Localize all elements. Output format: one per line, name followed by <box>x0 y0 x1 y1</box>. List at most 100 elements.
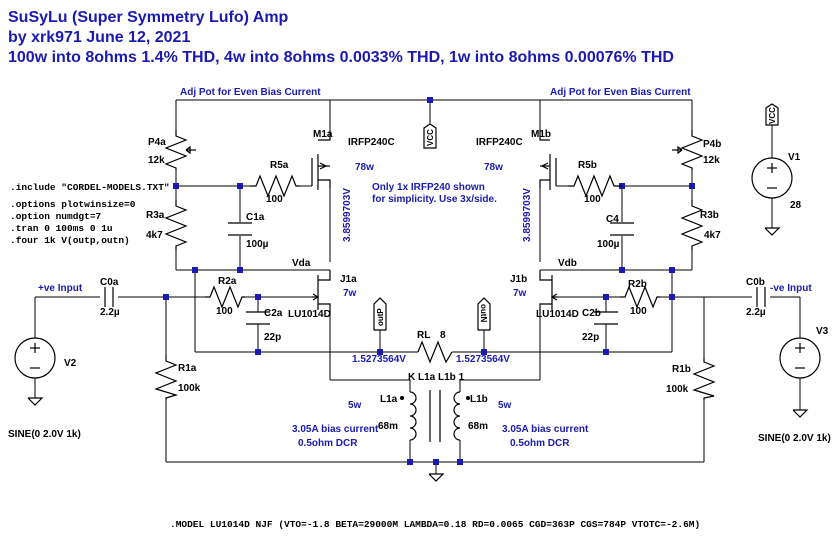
svg-text:outN: outN <box>479 304 488 322</box>
v3-value: SINE(0 2.0V 1k) <box>758 433 831 444</box>
v-gate-b: 3.8599703V <box>522 188 533 242</box>
l1a-value: 68m <box>378 421 398 432</box>
r3b-name: R3b <box>700 210 719 221</box>
note-adj-left: Adj Pot for Even Bias Current <box>180 87 321 98</box>
v2-value: SINE(0 2.0V 1k) <box>8 429 81 440</box>
capacitor-c1a[interactable] <box>228 222 252 236</box>
m1b-name: M1b <box>531 129 551 140</box>
resistor-r2a[interactable] <box>205 285 245 309</box>
m1b-part: IRFP240C <box>476 137 523 148</box>
svg-text:VCC: VCC <box>768 107 777 124</box>
voltage-source-v2[interactable] <box>14 337 56 379</box>
r3a-value: 4k7 <box>146 230 163 241</box>
net-flag-outn: outN <box>477 297 491 331</box>
v2-name: V2 <box>64 358 77 369</box>
inductor-l1b[interactable] <box>453 391 470 441</box>
rl-name: RL <box>417 330 430 341</box>
ground-v3-icon <box>792 409 809 418</box>
title-line2: by xrk971 June 12, 2021 <box>8 29 190 46</box>
pot-p4a[interactable] <box>164 130 196 170</box>
svg-text:outP: outP <box>376 308 385 326</box>
v3-name: V3 <box>816 326 829 337</box>
resistor-r3a[interactable] <box>164 200 188 250</box>
r3b-value: 4k7 <box>704 230 721 241</box>
directive-plotwinsize: .options plotwinsize=0 <box>10 199 136 210</box>
vcc-flag-center: VCC <box>423 123 437 149</box>
input-neg-label: -ve Input <box>770 283 812 294</box>
note-bias-right-2: 0.5ohm DCR <box>510 438 570 449</box>
r2b-value: 100 <box>630 306 647 317</box>
resistor-rl[interactable] <box>417 340 453 364</box>
resistor-r5b[interactable] <box>568 174 622 198</box>
c2a-value: 22p <box>264 332 281 343</box>
capacitor-c0a[interactable] <box>104 287 114 307</box>
mosfet-m1a[interactable] <box>311 130 331 190</box>
j1b-power: 7w <box>513 288 527 299</box>
resistor-r2b[interactable] <box>620 285 660 309</box>
note-bias-left-2: 0.5ohm DCR <box>298 438 358 449</box>
wire-l1b <box>459 379 540 392</box>
c1a-name: C1a <box>246 212 265 223</box>
resistor-r5a[interactable] <box>250 174 300 198</box>
r2a-name: R2a <box>218 276 237 287</box>
resistor-r1a[interactable] <box>154 355 179 400</box>
l1b-value: 68m <box>468 421 488 432</box>
capacitor-c0b[interactable] <box>756 287 766 307</box>
capacitor-c2b[interactable] <box>594 311 618 325</box>
m1a-power: 78w <box>355 162 374 173</box>
r1b-value: 100k <box>666 384 689 395</box>
l1b-power: 5w <box>498 400 512 411</box>
directive-four: .four 1k V(outp,outn) <box>10 235 130 246</box>
voltage-source-v1[interactable] <box>751 157 793 199</box>
title-line1: SuSyLu (Super Symmetry Lufo) Amp <box>8 9 289 26</box>
svg-text:VCC: VCC <box>426 129 435 146</box>
l1a-power: 5w <box>348 400 362 411</box>
resistor-r3b[interactable] <box>680 200 704 250</box>
m1b-power: 78w <box>484 162 503 173</box>
m1a-name: M1a <box>313 129 333 140</box>
v1-name: V1 <box>788 152 801 163</box>
jfet-j1b[interactable] <box>539 270 558 315</box>
directive-tran: .tran 0 100ms 0 1u <box>10 223 113 234</box>
v-out-a: 1.5273564V <box>352 354 406 365</box>
c2a-name: C2a <box>264 308 283 319</box>
coupling-label: K L1a L1b 1 <box>408 372 465 383</box>
directive-include: .include "CORDEL-MODELS.TXT" <box>10 182 170 193</box>
net-flag-outp: outP <box>373 297 387 331</box>
junction-dots <box>163 97 695 465</box>
note-simplicity-2: for simplicity. Use 3x/side. <box>372 194 497 205</box>
title-line3: 100w into 8ohms 1.4% THD, 4w into 8ohms … <box>8 49 674 66</box>
directive-numdgt: .option numdgt=7 <box>10 211 102 222</box>
m1a-part: IRFP240C <box>348 137 395 148</box>
mosfet-m1b[interactable] <box>539 130 557 190</box>
r2b-name: R2b <box>628 279 647 290</box>
voltage-source-v3[interactable] <box>779 337 821 379</box>
l1a-name: L1a <box>380 394 398 405</box>
j1a-name: J1a <box>340 274 357 285</box>
ground-v2-icon <box>27 397 44 406</box>
l1b-name: L1b <box>470 394 488 405</box>
v-out-b: 1.5273564V <box>456 354 510 365</box>
c1a-value: 100µ <box>246 239 269 250</box>
j1a-part: LU1014D <box>288 309 331 320</box>
resistor-r1b[interactable] <box>692 358 716 400</box>
capacitor-c2a[interactable] <box>246 311 270 325</box>
r3a-name: R3a <box>146 210 165 221</box>
r5a-value: 100 <box>266 194 283 205</box>
c0b-name: C0b <box>746 277 765 288</box>
vcc-flag-v1: VCC <box>765 103 779 126</box>
c0a-value: 2.2µ <box>100 307 120 318</box>
pot-p4b[interactable] <box>672 130 704 170</box>
p4b-name: P4b <box>703 139 721 150</box>
ground-center-icon <box>428 473 445 482</box>
capacitor-c4[interactable] <box>610 222 634 236</box>
r5a-name: R5a <box>270 160 289 171</box>
jfet-j1a[interactable] <box>312 270 331 315</box>
c2b-value: 22p <box>582 332 599 343</box>
note-adj-right: Adj Pot for Even Bias Current <box>550 87 691 98</box>
p4a-name: P4a <box>148 137 166 148</box>
inductor-l1a[interactable] <box>400 391 417 441</box>
c0b-value: 2.2µ <box>746 307 766 318</box>
wire-l1a <box>330 379 411 392</box>
